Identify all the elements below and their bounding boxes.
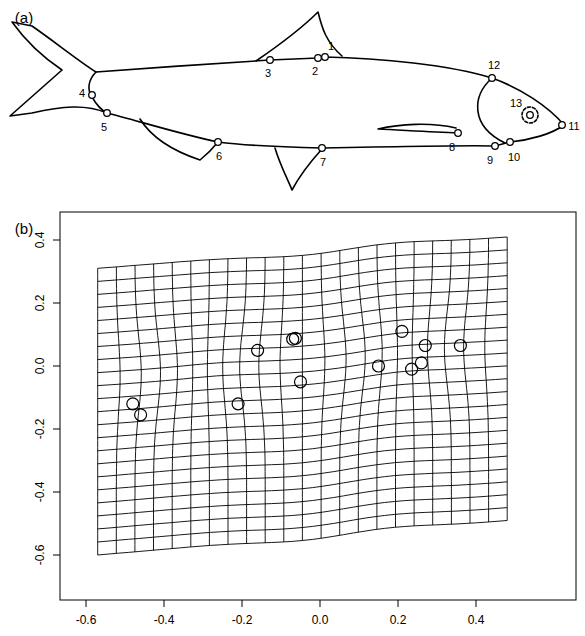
landmark-point xyxy=(215,139,222,146)
axis-tick-label: 0.2 xyxy=(390,614,407,626)
axis-tick-label: -0.4 xyxy=(34,482,46,503)
landmark-circle xyxy=(373,360,385,372)
axis-tick xyxy=(53,303,60,304)
landmark-point xyxy=(492,143,499,150)
callout-number: 9 xyxy=(487,155,493,166)
landmark-point xyxy=(455,130,462,137)
panel-label: (a) xyxy=(15,10,33,25)
axis-tick-label: 0.2 xyxy=(34,295,46,312)
axis-tick xyxy=(242,600,243,607)
axis-tick xyxy=(53,240,60,241)
landmark-circle xyxy=(127,398,139,410)
callout-number: 6 xyxy=(216,151,222,162)
axis-tick xyxy=(476,600,477,607)
axis-tick xyxy=(320,600,321,607)
callout-number: 7 xyxy=(320,157,326,168)
landmark-circle xyxy=(135,409,147,421)
landmark-circle xyxy=(232,398,244,410)
axis-tick xyxy=(53,555,60,556)
axis-tick xyxy=(86,600,87,607)
axis-tick xyxy=(164,600,165,607)
axis-tick xyxy=(53,366,60,367)
landmark-point xyxy=(489,75,496,82)
landmark-point xyxy=(322,54,329,61)
landmark-point xyxy=(527,112,534,119)
callout-number: 4 xyxy=(79,88,85,99)
landmark-point xyxy=(507,139,514,146)
axis-tick-label: 0.4 xyxy=(34,232,46,249)
landmark-point xyxy=(319,145,326,152)
axis-tick-label: -0.6 xyxy=(34,545,46,566)
axis-tick-label: -0.4 xyxy=(154,614,175,626)
axis-tick-label: -0.2 xyxy=(232,614,253,626)
landmark-point xyxy=(89,92,96,99)
callout-number: 5 xyxy=(101,122,107,133)
landmark-circle xyxy=(289,332,301,344)
callout-number: 2 xyxy=(312,66,318,77)
callout-number: 13 xyxy=(510,98,522,109)
axis-tick xyxy=(53,492,60,493)
axis-tick-label: -0.2 xyxy=(34,419,46,440)
callout-number: 8 xyxy=(449,142,455,153)
landmark-circle xyxy=(396,325,408,337)
landmark-point xyxy=(315,55,322,62)
deformation-grid xyxy=(98,237,508,555)
landmark-circle xyxy=(252,344,264,356)
callout-number: 12 xyxy=(488,60,500,71)
axis-tick xyxy=(398,600,399,607)
axis-tick-label: 0.4 xyxy=(468,614,485,626)
landmark-point xyxy=(267,57,274,64)
landmark-circle xyxy=(419,340,431,352)
callout-number: 1 xyxy=(328,41,334,52)
panel-label: (b) xyxy=(15,221,33,236)
callout-number: 11 xyxy=(568,121,579,132)
landmark-point xyxy=(104,110,111,117)
axis-tick xyxy=(53,429,60,430)
callout-number: 10 xyxy=(508,152,520,163)
landmark-point xyxy=(559,122,566,129)
landmark-circle xyxy=(295,376,307,388)
axis-tick-label: 0.0 xyxy=(34,358,46,375)
axis-tick-label: 0.0 xyxy=(312,614,329,626)
landmark-circle xyxy=(454,340,466,352)
callout-number: 3 xyxy=(265,68,271,79)
axis-tick-label: -0.6 xyxy=(76,614,97,626)
landmark-circle xyxy=(415,357,427,369)
